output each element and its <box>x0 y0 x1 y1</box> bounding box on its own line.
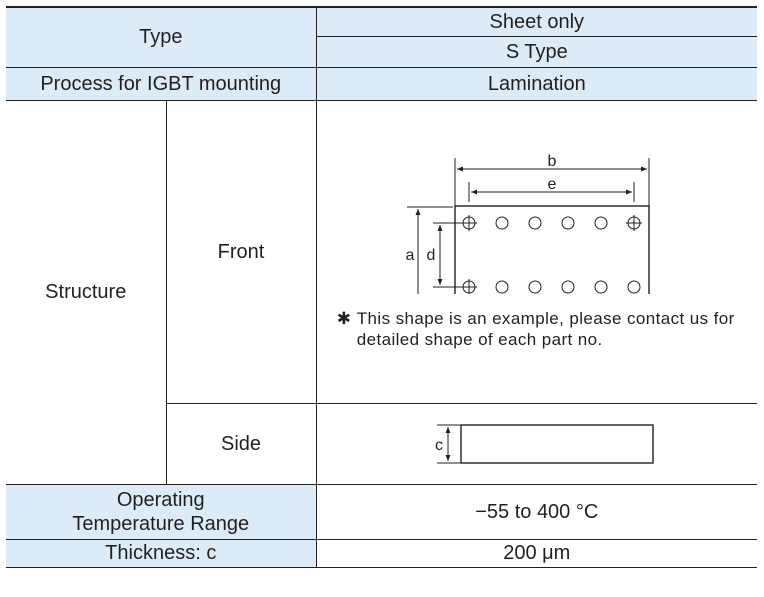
type-value-sheet-only: Sheet only <box>489 10 585 33</box>
type-value-1-cell: Sheet only <box>315 6 758 37</box>
type-value-2-cell: S Type <box>316 35 758 68</box>
front-drawing-cell: b e a d ✱ This shape is an example, plea… <box>315 99 758 404</box>
side-label: Side <box>220 432 262 455</box>
structure-label: Structure <box>45 281 127 303</box>
shape-note-text: This shape is an example, please contact… <box>356 308 735 349</box>
temp-label-line2: Temperature Range <box>72 512 250 535</box>
front-label-cell: Front <box>165 99 317 404</box>
type-value-s-type: S Type <box>505 40 568 63</box>
structure-label-cell: Structure <box>6 99 167 485</box>
temp-value-cell: −55 to 400 °C <box>315 483 758 540</box>
side-label-cell: Side <box>166 402 317 485</box>
dim-e-label: e <box>547 176 556 193</box>
thickness-label-cell: Thickness: c <box>6 538 317 568</box>
front-view-svg: b e a d <box>405 154 650 294</box>
temp-label-line1: Operating <box>116 488 205 511</box>
side-view-svg: c <box>435 423 654 464</box>
temp-label-cell: Operating Temperature Range <box>6 483 317 540</box>
thickness-value-cell: 200 μm <box>315 538 758 568</box>
dim-a-label: a <box>405 247 414 264</box>
side-view-drawing: c <box>417 419 657 469</box>
process-value-cell: Lamination <box>315 66 758 101</box>
thickness-label: Thickness: c <box>105 542 217 564</box>
front-label: Front <box>217 240 265 263</box>
side-drawing-cell: c <box>315 402 758 485</box>
dim-c-label: c <box>435 437 443 454</box>
spec-table: Type Sheet only S Type Process for IGBT … <box>6 6 758 568</box>
temp-value: −55 to 400 °C <box>475 500 599 523</box>
type-label-cell: Type <box>6 6 317 68</box>
shape-note: ✱ This shape is an example, please conta… <box>317 308 758 350</box>
dim-b-label: b <box>547 154 556 170</box>
process-label-cell: Process for IGBT mounting <box>6 66 317 101</box>
process-value: Lamination <box>487 72 586 95</box>
thickness-value: 200 μm <box>503 542 571 564</box>
front-view-drawing: b e a d <box>377 154 697 294</box>
dim-d-label: d <box>426 247 435 264</box>
type-label: Type <box>139 26 183 49</box>
asterisk-icon: ✱ <box>336 308 352 328</box>
process-label: Process for IGBT mounting <box>40 72 282 95</box>
